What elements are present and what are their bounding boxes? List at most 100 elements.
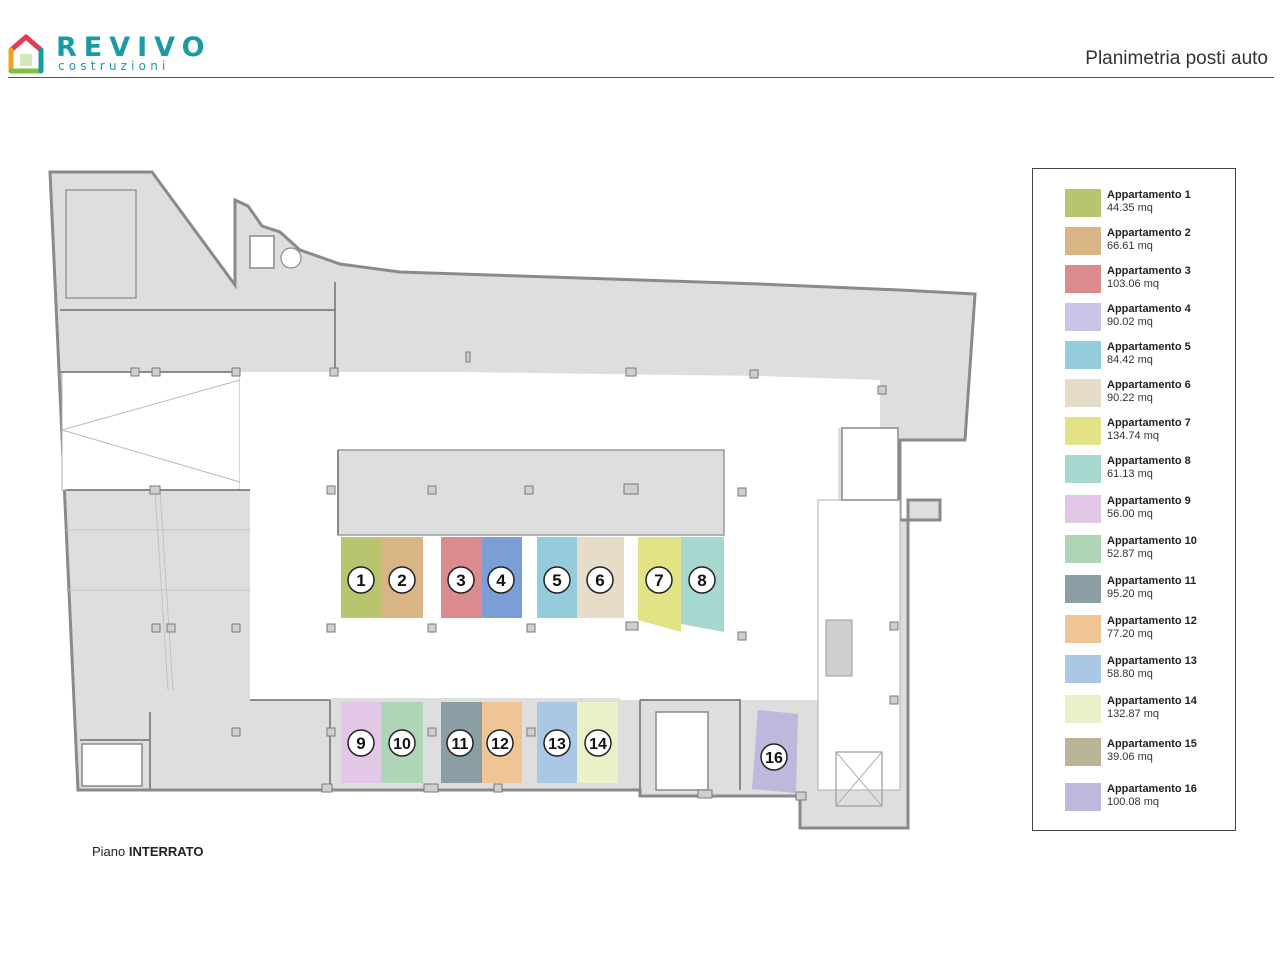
legend-name: Appartamento 5 bbox=[1107, 341, 1191, 353]
legend-area: 90.02 mq bbox=[1107, 316, 1153, 328]
spot-number-badge bbox=[446, 729, 474, 757]
legend-name: Appartamento 16 bbox=[1107, 783, 1197, 795]
floor-label: Piano INTERRATO bbox=[92, 844, 204, 859]
floor-label-prefix: Piano bbox=[92, 844, 126, 859]
legend-name: Appartamento 15 bbox=[1107, 738, 1197, 750]
spot-number-badge bbox=[543, 566, 571, 594]
spiral-stair bbox=[280, 247, 302, 269]
legend-name: Appartamento 12 bbox=[1107, 615, 1197, 627]
courtyard-area bbox=[61, 371, 241, 491]
spot-number-label: 8 bbox=[697, 571, 706, 590]
spot-number-label: 7 bbox=[654, 571, 663, 590]
legend-area: 103.06 mq bbox=[1107, 278, 1159, 290]
page-header: REVIVO costruzioni Planimetria posti aut… bbox=[0, 0, 1280, 80]
legend-swatch bbox=[1065, 455, 1101, 483]
legend-swatch bbox=[1065, 783, 1101, 811]
legend-name: Appartamento 8 bbox=[1107, 455, 1191, 467]
top-left-room bbox=[65, 189, 137, 299]
legend-name: Appartamento 1 bbox=[1107, 189, 1191, 201]
legend-name: Appartamento 4 bbox=[1107, 303, 1191, 315]
spot-number-label: 10 bbox=[393, 736, 411, 753]
courtyard-main bbox=[240, 372, 880, 700]
floor-label-name: INTERRATO bbox=[128, 844, 204, 859]
spot-number-badge bbox=[347, 729, 375, 757]
legend-swatch bbox=[1065, 341, 1101, 369]
page-title: Planimetria posti auto bbox=[1085, 48, 1268, 69]
house-logo-icon bbox=[8, 34, 44, 74]
spot-number-label: 14 bbox=[589, 736, 607, 753]
left-ramp-lines bbox=[66, 489, 250, 691]
legend-swatch bbox=[1065, 535, 1101, 563]
spot-number-badge bbox=[688, 566, 716, 594]
legend-area: 58.80 mq bbox=[1107, 668, 1153, 680]
spot-number-label: 16 bbox=[765, 750, 783, 767]
spot-number-label: 3 bbox=[456, 571, 465, 590]
spot-number-badge bbox=[347, 566, 375, 594]
spot-number-badge bbox=[487, 566, 515, 594]
legend-swatch bbox=[1065, 265, 1101, 293]
stair-core-bottom-left bbox=[81, 743, 143, 787]
spot-number-label: 5 bbox=[552, 571, 561, 590]
legend-swatch bbox=[1065, 227, 1101, 255]
legend-area: 100.08 mq bbox=[1107, 796, 1159, 808]
spot-number-label: 12 bbox=[491, 736, 509, 753]
legend-name: Appartamento 6 bbox=[1107, 379, 1191, 391]
legend-swatch bbox=[1065, 738, 1101, 766]
legend-area: 84.42 mq bbox=[1107, 354, 1153, 366]
spot-number-badge bbox=[447, 566, 475, 594]
spot-number-label: 2 bbox=[397, 571, 406, 590]
legend-swatch bbox=[1065, 615, 1101, 643]
stair-core-top bbox=[249, 235, 275, 269]
legend-area: 39.06 mq bbox=[1107, 751, 1153, 763]
spot-number-label: 11 bbox=[452, 736, 469, 753]
spot-number-label: 9 bbox=[356, 734, 365, 753]
legend-name: Appartamento 9 bbox=[1107, 495, 1191, 507]
legend-area: 132.87 mq bbox=[1107, 708, 1159, 720]
spot-number-label: 13 bbox=[548, 736, 566, 753]
spot-number-badge bbox=[645, 566, 673, 594]
legend-name: Appartamento 2 bbox=[1107, 227, 1191, 239]
company-logo: REVIVO costruzioni bbox=[8, 32, 205, 76]
spot-number-badge bbox=[388, 729, 416, 757]
legend-area: 52.87 mq bbox=[1107, 548, 1153, 560]
legend-name: Appartamento 10 bbox=[1107, 535, 1197, 547]
spot-number-label: 1 bbox=[356, 571, 365, 590]
legend-swatch bbox=[1065, 189, 1101, 217]
elevator-shaft-cross bbox=[835, 751, 883, 807]
legend-name: Appartamento 14 bbox=[1107, 695, 1197, 707]
spot-number-label: 6 bbox=[595, 571, 604, 590]
legend-name: Appartamento 3 bbox=[1107, 265, 1191, 277]
legend-area: 77.20 mq bbox=[1107, 628, 1153, 640]
spot-number-badge bbox=[586, 566, 614, 594]
legend-name: Appartamento 11 bbox=[1107, 575, 1197, 587]
spot-number-badge bbox=[543, 729, 571, 757]
brand-subtitle: costruzioni bbox=[58, 59, 170, 73]
hatched-area bbox=[825, 619, 853, 677]
legend-swatch bbox=[1065, 575, 1101, 603]
courtyard-ramp-lines bbox=[61, 379, 241, 483]
pillars bbox=[130, 351, 899, 801]
legend-swatch bbox=[1065, 417, 1101, 445]
legend-area: 66.61 mq bbox=[1107, 240, 1153, 252]
spot-number-label: 4 bbox=[496, 571, 506, 590]
legend-swatch bbox=[1065, 655, 1101, 683]
header-divider bbox=[8, 77, 1274, 78]
legend-swatch bbox=[1065, 695, 1101, 723]
spot-number-badge bbox=[486, 729, 514, 757]
